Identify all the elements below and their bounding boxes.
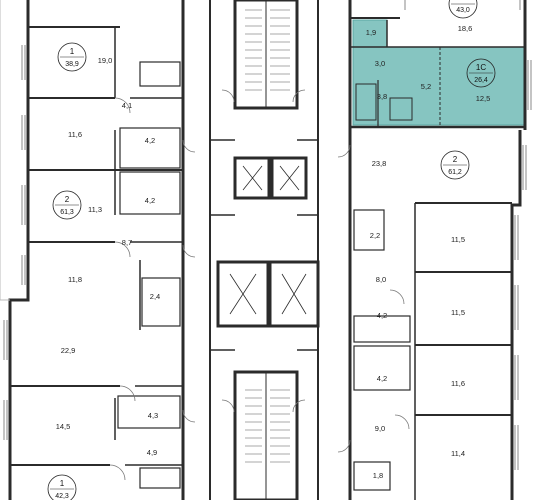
room-area: 1,9: [366, 28, 376, 37]
room-area: 11,3: [88, 205, 102, 214]
room-area: 18,6: [458, 24, 473, 33]
apartment-markers: [47, 0, 496, 500]
central-core: [209, 0, 320, 500]
room-area: 5,2: [421, 82, 431, 91]
room-area: 19,0: [98, 56, 113, 65]
apartment-area: 43,0: [456, 7, 470, 14]
room-area: 22,9: [61, 346, 76, 355]
apartment-rooms: 1С: [476, 63, 486, 72]
room-area: 11,6: [68, 130, 82, 139]
apartment-rooms: 1: [70, 47, 75, 56]
room-area: 23,8: [372, 159, 387, 168]
room-area: 8,0: [376, 275, 386, 284]
room-area: 4,1: [122, 101, 132, 110]
room-area: 3,8: [377, 92, 387, 101]
room-area: 4,9: [147, 448, 157, 457]
room-area: 2,2: [370, 231, 380, 240]
apartment-area: 61,2: [448, 169, 462, 176]
apartment-rooms: 1: [60, 479, 65, 488]
apartment-marker-dividers: [50, 3, 493, 490]
room-area: 4,2: [377, 374, 387, 383]
room-area: 11,8: [68, 275, 82, 284]
apartment-area: 61,3: [60, 209, 74, 216]
room-area: 11,4: [451, 449, 465, 458]
room-area: 4,2: [377, 311, 387, 320]
door-swings: [109, 89, 410, 481]
room-area: 4,3: [148, 411, 158, 420]
apartment-area: 26,4: [474, 77, 488, 84]
room-area: 4,2: [145, 136, 155, 145]
right-wing-walls: [348, 0, 527, 500]
apartment-rooms: 2: [453, 155, 458, 164]
apartment-rooms: 2: [65, 195, 70, 204]
room-area: 8,7: [122, 238, 132, 247]
room-area: 12,5: [476, 94, 491, 103]
room-area: 14,5: [56, 422, 71, 431]
right-windows: [404, 0, 532, 470]
room-area: 3,0: [375, 59, 385, 68]
apartment-area: 42,3: [55, 493, 69, 500]
room-area: 9,0: [375, 424, 385, 433]
room-area: 2,4: [150, 292, 160, 301]
room-area: 4,2: [145, 196, 155, 205]
apartment-area: 38,9: [65, 61, 79, 68]
room-area: 11,5: [451, 308, 465, 317]
left-windows: [3, 45, 26, 440]
room-area: 1,8: [373, 471, 383, 480]
room-area: 11,6: [451, 379, 465, 388]
left-wing-walls: [0, 0, 185, 500]
room-area: 11,5: [451, 235, 465, 244]
apartment-1c-highlight[interactable]: [352, 19, 526, 126]
